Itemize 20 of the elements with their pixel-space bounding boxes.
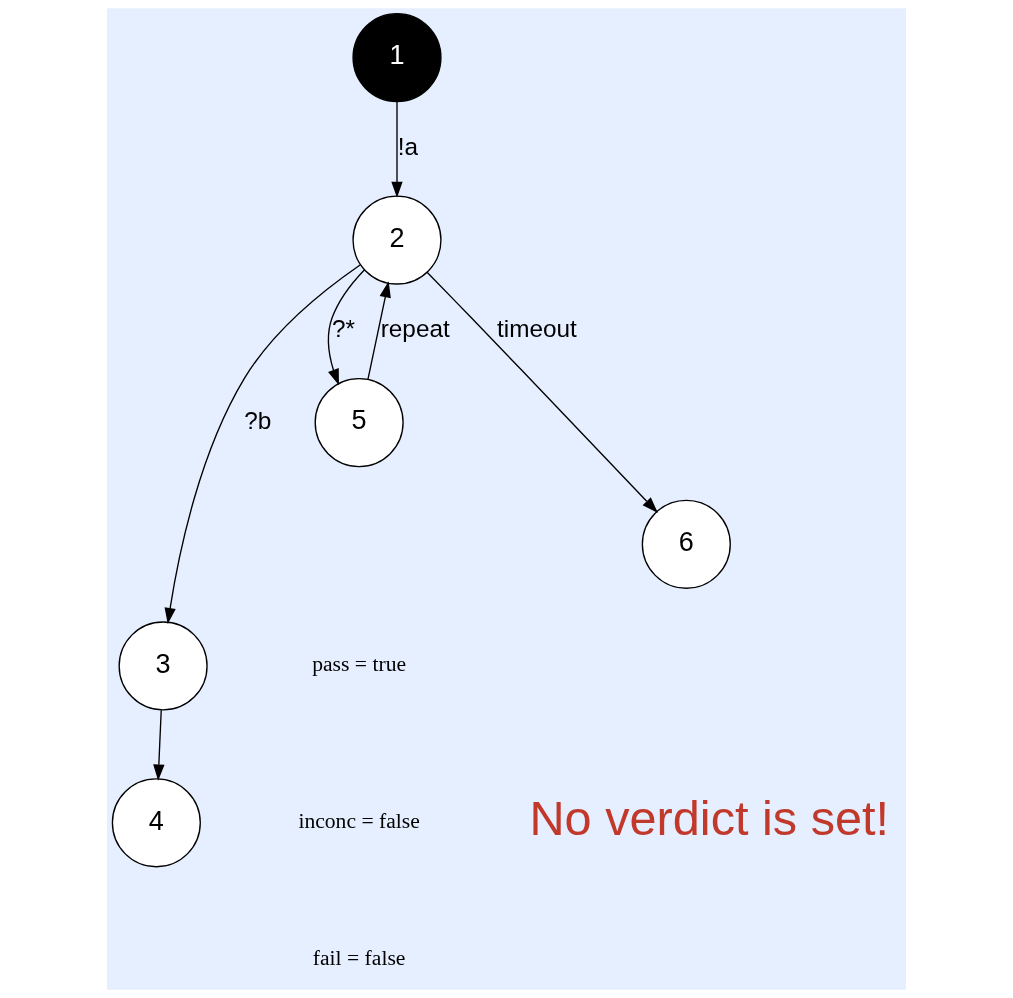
edge-label: timeout xyxy=(497,315,577,343)
arrow xyxy=(164,264,362,625)
edge-label: ?b xyxy=(244,406,272,434)
node-circle: 3 xyxy=(118,621,208,711)
edge-label: ?* xyxy=(332,315,356,343)
arrow xyxy=(391,100,403,198)
edge-label: repeat xyxy=(380,315,450,343)
node-circle: 1 xyxy=(352,12,442,103)
label: fail = false xyxy=(312,946,406,971)
arrow xyxy=(367,281,391,380)
node-circle: 2 xyxy=(352,195,442,285)
arrow xyxy=(153,709,165,781)
node-circle: 5 xyxy=(314,378,404,468)
label: inconc = false xyxy=(298,808,420,833)
arrow xyxy=(426,271,658,513)
label: pass = true xyxy=(312,652,407,677)
label: No verdict is set! xyxy=(529,790,890,845)
node-circle: 4 xyxy=(111,778,201,868)
edge-label: !a xyxy=(397,132,418,160)
arrow xyxy=(327,269,366,386)
